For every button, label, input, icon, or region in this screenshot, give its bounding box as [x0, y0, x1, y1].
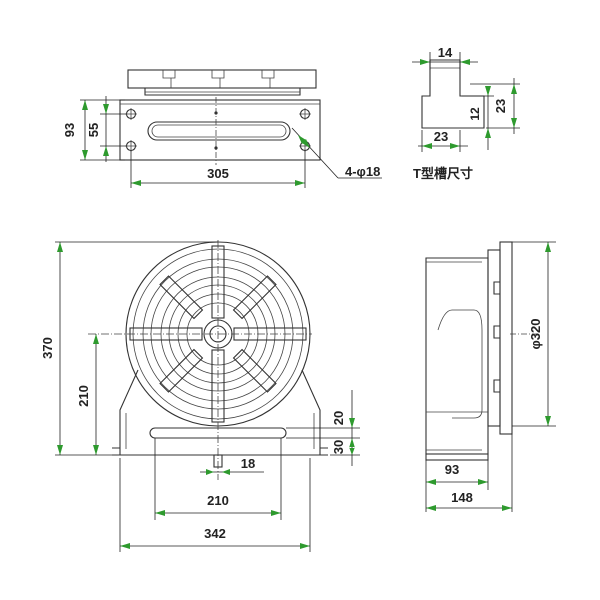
dim-93-label: 93	[62, 123, 77, 137]
base-slot	[147, 121, 291, 141]
dim-210-horizontal: 210	[154, 438, 282, 520]
side-body-lines	[426, 261, 482, 451]
slot-marker	[213, 454, 223, 468]
dim-55-label: 55	[86, 123, 101, 137]
dim-30-label: 30	[331, 440, 346, 454]
t-slot-profile	[421, 59, 485, 129]
dim-12-label: 12	[468, 107, 482, 121]
hole-callout-leader: 4-φ18	[291, 127, 382, 179]
top-view: 93 55 305 4-φ18	[62, 69, 382, 188]
dim-12: 12	[462, 86, 494, 150]
dim-23-depth-label: 23	[493, 99, 508, 113]
dim-342: 342	[119, 458, 311, 552]
dim-18: 18	[200, 454, 264, 475]
hole-callout-label: 4-φ18	[345, 164, 380, 179]
dim-93-side-label: 93	[445, 462, 459, 477]
side-view: φ320 93 148	[425, 241, 556, 512]
table-plate	[127, 69, 317, 89]
t-slot-notch-2	[211, 70, 225, 88]
front-base-inner	[125, 413, 315, 449]
dim-14: 14	[412, 45, 478, 70]
dim-18-label: 18	[241, 456, 255, 471]
dim-55-top: 55	[86, 96, 126, 162]
hole-crosshairs	[125, 108, 311, 152]
table-neck	[144, 88, 301, 96]
dim-20-30: 20 30	[286, 390, 360, 466]
dim-342-label: 342	[204, 526, 226, 541]
dim-93-side: 93	[425, 460, 489, 512]
diagonal-slots	[159, 275, 277, 393]
t-slot-detail: 14 23 12 23 T型槽尺寸	[412, 45, 520, 181]
dim-305-top: 305	[130, 150, 306, 188]
side-body-curve	[437, 309, 483, 419]
dim-210-horizontal-label: 210	[207, 493, 229, 508]
front-view: 370 210 20 30 18	[40, 240, 360, 552]
dim-phi320-label: φ320	[528, 319, 543, 350]
dim-phi320: φ320	[512, 241, 556, 427]
side-t-slots	[493, 281, 500, 393]
t-slot-notch-1	[162, 70, 176, 88]
dim-370: 370	[40, 241, 218, 456]
dim-20-label: 20	[331, 411, 346, 425]
t-slot-caption: T型槽尺寸	[413, 166, 473, 181]
dim-305-label: 305	[207, 166, 229, 181]
dim-148-label: 148	[451, 490, 473, 505]
center-mark-2	[214, 146, 218, 150]
front-base-foot	[112, 447, 328, 456]
dim-148: 148	[426, 434, 513, 512]
dim-210-vertical: 210	[76, 334, 99, 455]
dim-210-vertical-label: 210	[76, 385, 91, 407]
dim-14-label: 14	[438, 45, 453, 60]
base-plate	[119, 99, 321, 161]
dim-23-bottom-label: 23	[434, 129, 448, 144]
center-mark-1	[214, 111, 218, 115]
side-base	[425, 453, 489, 461]
dim-370-label: 370	[40, 337, 55, 359]
side-body	[425, 257, 489, 455]
dim-23-depth: 23	[470, 78, 520, 134]
side-table-plate	[499, 241, 513, 435]
dim-23-bottom: 23	[418, 129, 468, 152]
t-slot-notch-3	[261, 70, 275, 88]
base-slot-inner	[151, 124, 287, 138]
dim-93-top: 93	[62, 99, 125, 161]
